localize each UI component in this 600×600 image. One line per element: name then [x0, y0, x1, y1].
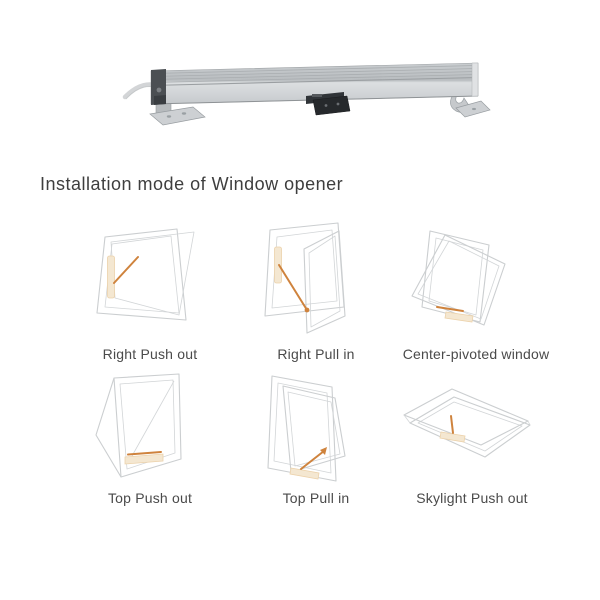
actuator-chain-icon: [278, 264, 308, 311]
mode-cell-right-pull-in: Right Pull in: [238, 220, 394, 362]
window-sash-open-in: [282, 385, 346, 473]
actuator-chain-icon: [127, 451, 162, 456]
actuator-chain-icon: [113, 256, 139, 284]
window-sash-open-in: [303, 230, 346, 334]
top-pull-in-diagram: [267, 375, 346, 482]
actuator-icon: [107, 255, 115, 299]
window-frame-edge: [95, 377, 122, 478]
right-pull-in-diagram: [264, 222, 346, 334]
mode-label-skylight-push-out: Skylight Push out: [416, 490, 528, 506]
window-frame-pivoted: [411, 234, 506, 326]
window-sash: [421, 230, 490, 323]
mode-label-right-pull-in: Right Pull in: [277, 346, 355, 362]
chain-arrow-icon: [320, 447, 327, 455]
mode-cell-skylight-push-out: Skylight Push out: [392, 376, 552, 506]
actuator-chain-icon: [300, 450, 325, 470]
right-push-out-diagram: [96, 228, 195, 321]
window-opener-actuator-icon: [122, 62, 491, 126]
chain-bracket-icon: [306, 92, 351, 116]
mode-cell-center-pivoted: Center-pivoted window: [396, 220, 556, 362]
actuator-body-icon: [150, 62, 479, 105]
mode-label-top-pull-in: Top Pull in: [282, 490, 350, 506]
product-image: [116, 46, 504, 144]
actuator-icon: [439, 431, 466, 443]
actuator-chain-icon: [436, 306, 464, 312]
right-mounting-bracket-icon: [450, 92, 491, 118]
top-push-out-diagram: [95, 373, 182, 478]
mode-cell-top-push-out: Top Push out: [72, 372, 228, 506]
skylight-push-out-diagram: [403, 388, 531, 458]
actuator-icon: [444, 311, 474, 323]
center-pivoted-diagram: [411, 230, 506, 326]
end-cap-icon: [151, 69, 166, 105]
actuator-icon: [289, 467, 320, 480]
actuator-chain-icon: [450, 415, 454, 434]
window-frame: [267, 375, 337, 482]
window-sash-open-out: [113, 373, 182, 478]
mode-cell-right-push-out: Right Push out: [72, 220, 228, 362]
mode-label-center-pivoted: Center-pivoted window: [402, 346, 550, 362]
mode-label-top-push-out: Top Push out: [107, 490, 193, 506]
mode-cell-top-pull-in: Top Pull in: [238, 372, 394, 506]
mode-label-right-push-out: Right Push out: [102, 346, 198, 362]
actuator-icon: [124, 453, 164, 465]
page-title: Installation mode of Window opener: [40, 174, 344, 194]
window-frame: [96, 228, 187, 321]
